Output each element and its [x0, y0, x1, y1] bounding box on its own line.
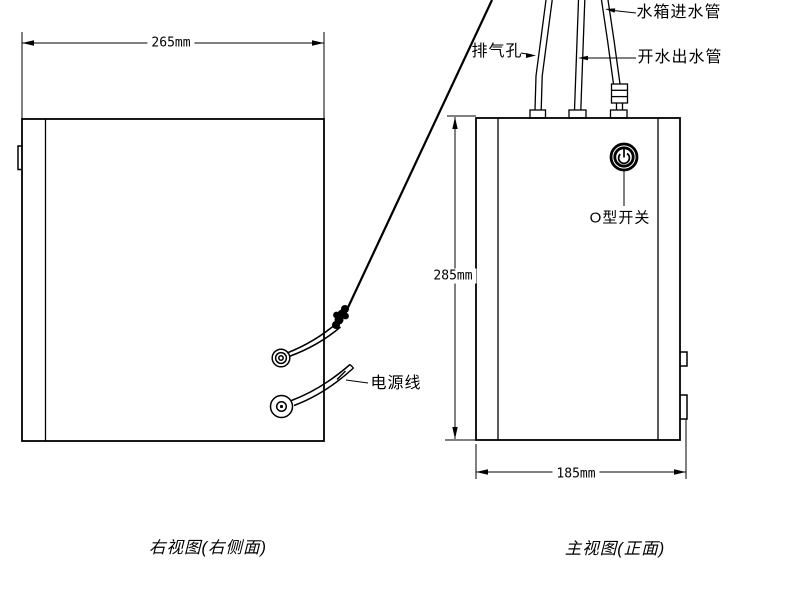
vent-pipe-stub — [529, 109, 547, 119]
power-cord-linework — [269, 0, 493, 419]
inlet-pipe-stub — [609, 109, 628, 119]
dim-285-text: 285mm — [429, 268, 477, 284]
o-type-switch-label: O型开关 — [589, 209, 651, 227]
dim-285-arrow-bottom — [452, 427, 458, 439]
outlet-leader-arrow — [578, 55, 588, 61]
side-view-hinge-tab — [17, 145, 23, 171]
dim-185-arrow-right — [674, 469, 686, 475]
power-cable-diagonal-line — [343, 0, 493, 317]
tank-inlet-pipe — [600, 0, 629, 110]
power-cord-leader-line — [345, 379, 369, 384]
dim-265-text: 265mm — [147, 35, 195, 51]
inlet-pipe-connector — [610, 83, 629, 104]
power-cord-label: 电源线 — [370, 375, 422, 392]
outlet-pipe-stub — [568, 109, 587, 119]
cord-lower-line-a — [291, 363, 351, 402]
cord-plug-connector — [269, 394, 294, 419]
cord-tick-mark — [336, 370, 346, 380]
tank-inlet-pipe-label: 水箱进水管 — [636, 4, 722, 21]
hot-water-outlet-pipe-label: 开水出水管 — [637, 49, 723, 66]
vent-leader-arrow — [526, 53, 536, 58]
front-view-caption: 主视图(正面) — [564, 539, 666, 558]
inlet-leader-arrow — [605, 8, 616, 13]
front-view-linework — [445, 0, 688, 479]
dim-285-arrow-top — [452, 117, 458, 129]
front-view-tab-upper — [680, 351, 688, 367]
cord-coil-connector — [271, 348, 291, 368]
cord-knot — [332, 305, 349, 329]
power-switch-icon — [609, 142, 639, 172]
front-view-tab-lower — [680, 394, 688, 420]
dim-265-arrow-left — [22, 40, 34, 46]
side-view-caption: 右视图(右侧面) — [149, 538, 267, 557]
cord-upper-line-a — [286, 322, 338, 354]
hot-water-outlet-pipe — [573, 0, 586, 111]
dim-185-arrow-left — [476, 469, 488, 475]
cord-end-cap — [349, 364, 354, 369]
vent-pipe — [534, 0, 553, 111]
front-view-body-outline — [475, 117, 681, 441]
cord-upper-line-b — [288, 326, 341, 358]
label-leaders — [520, 8, 637, 61]
side-view-linework — [17, 32, 325, 442]
side-view-body-outline — [21, 118, 325, 442]
vent-hole-label: 排气孔 — [471, 43, 523, 60]
dim-185-text: 185mm — [552, 466, 600, 482]
cord-lower-line-b — [293, 367, 355, 407]
dim-265-arrow-right — [312, 40, 324, 46]
